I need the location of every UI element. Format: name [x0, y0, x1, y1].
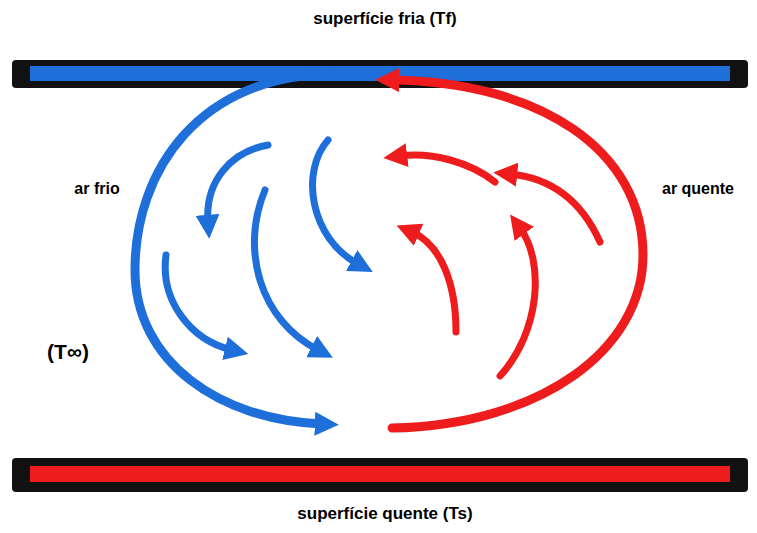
hot-air-arrow: [412, 232, 456, 332]
temperature-label: (T∞): [47, 340, 89, 363]
hot-plate-core: [30, 466, 730, 482]
cold-air-arrow: [165, 255, 232, 350]
cold-plate: [12, 60, 748, 88]
surface-label: superfície quente (Ts): [297, 505, 472, 524]
air-label: ar frio: [74, 180, 119, 198]
cold-air-loop: [135, 74, 335, 424]
surface-label: superfície fria (Tf): [313, 10, 457, 29]
hot-air-arrow: [400, 155, 495, 182]
hot-air-loop: [392, 80, 643, 428]
hot-air-arrow: [500, 228, 535, 376]
cold-plate-core: [30, 66, 730, 81]
air-label: ar quente: [662, 180, 734, 198]
cold-air-arrow: [313, 140, 358, 264]
hot-plate: [12, 458, 748, 492]
hot-air-arrow: [510, 174, 600, 242]
cold-air-arrow: [254, 190, 318, 350]
